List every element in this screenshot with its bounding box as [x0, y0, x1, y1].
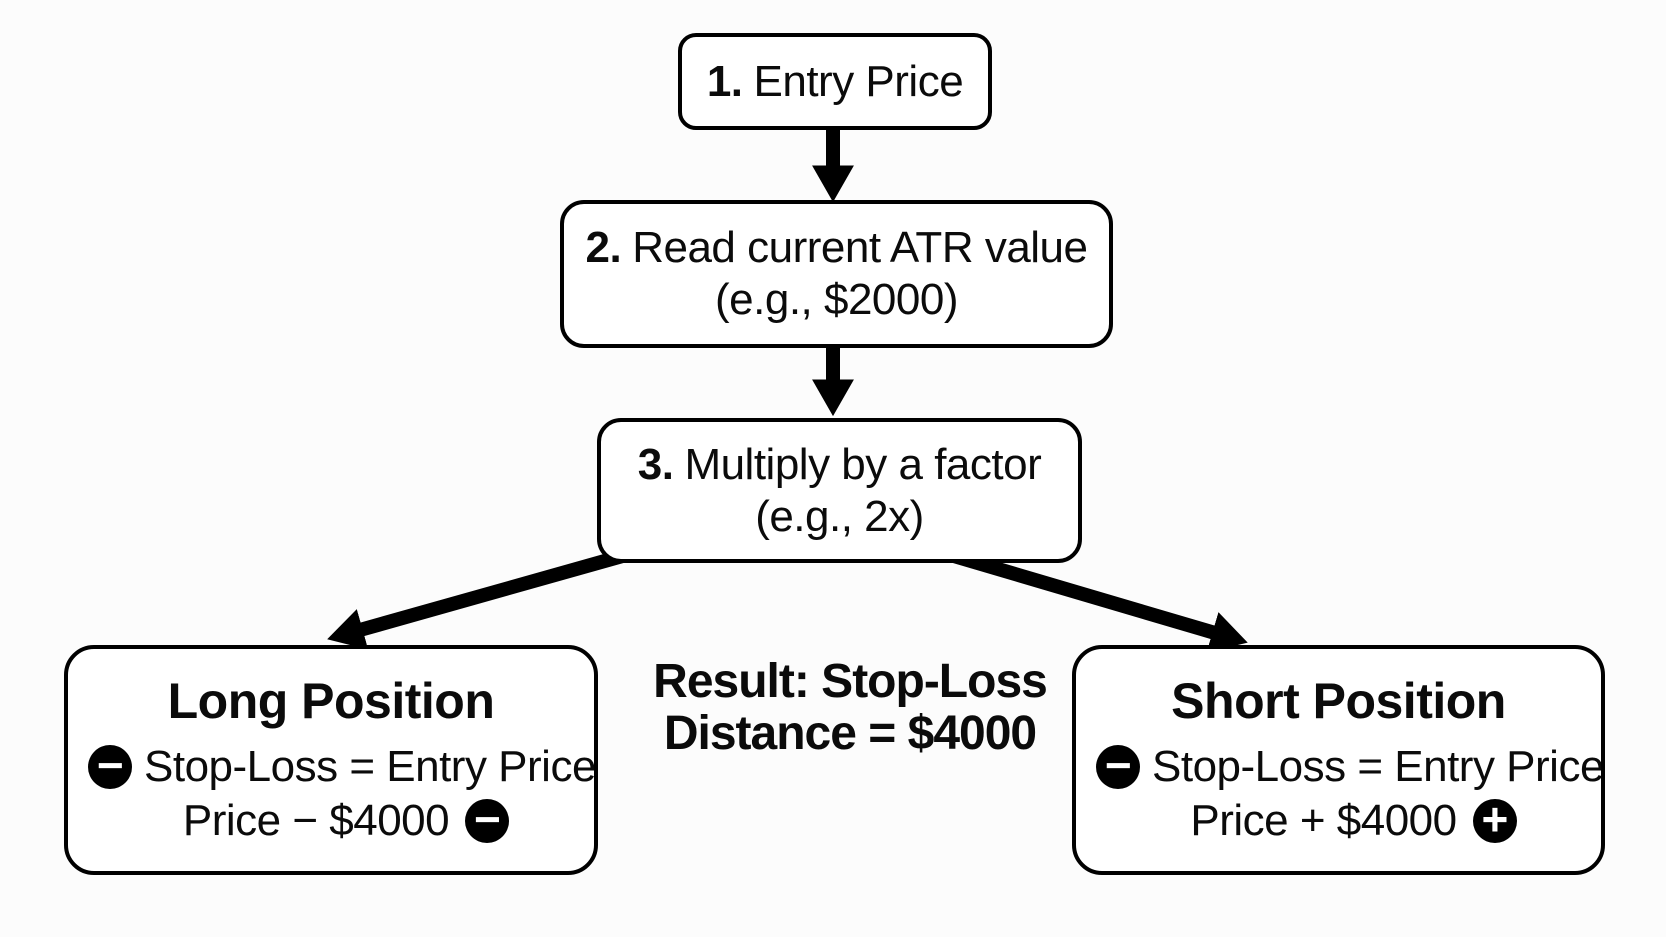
plus-circle-icon: +	[1472, 796, 1517, 843]
long-formula-line1: − Stop-Loss = Entry Price	[68, 742, 594, 792]
node-read-atr-value: 2.Read current ATR value (e.g., $2000)	[560, 200, 1113, 348]
minus-circle-icon: −	[88, 742, 132, 789]
step3-number: 3.	[637, 439, 674, 489]
step3-example: (e.g., 2x)	[755, 491, 924, 541]
result-label: Result: Stop-Loss Distance = $4000	[630, 656, 1070, 760]
minus-circle-icon: −	[465, 796, 510, 843]
short-formula-text2: Price + $4000	[1190, 796, 1457, 845]
node-multiply-by-factor: 3.Multiply by a factor (e.g., 2x)	[597, 418, 1082, 563]
step2-number: 2.	[585, 223, 622, 272]
step1-label: 1.Entry Price	[706, 56, 964, 106]
result-line1: Result: Stop-Loss	[653, 655, 1048, 708]
step2-example: (e.g., $2000)	[715, 275, 959, 324]
step3-label: 3.Multiply by a factor	[637, 439, 1042, 489]
short-formula-line1: − Stop-Loss = Entry Price	[1076, 742, 1601, 792]
short-formula-line2: Price + $4000 +	[1076, 796, 1601, 846]
long-formula-text1: Stop-Loss = Entry Price	[144, 742, 594, 791]
node-entry-price: 1.Entry Price	[678, 33, 992, 130]
node-short-position: Short Position − Stop-Loss = Entry Price…	[1072, 645, 1605, 875]
result-line2: Distance = $4000	[663, 707, 1037, 760]
long-formula-text2: Price − $4000	[182, 796, 450, 845]
long-formula-line2: Price − $4000 −	[68, 796, 594, 846]
short-position-title: Short Position	[1171, 673, 1506, 729]
step1-number: 1.	[706, 56, 743, 106]
step2-label: 2.Read current ATR value	[585, 223, 1089, 272]
node-long-position: Long Position − Stop-Loss = Entry Price …	[64, 645, 598, 875]
minus-circle-icon: −	[1096, 742, 1140, 789]
long-position-title: Long Position	[167, 673, 495, 729]
short-formula-text1: Stop-Loss = Entry Price	[1152, 742, 1601, 791]
